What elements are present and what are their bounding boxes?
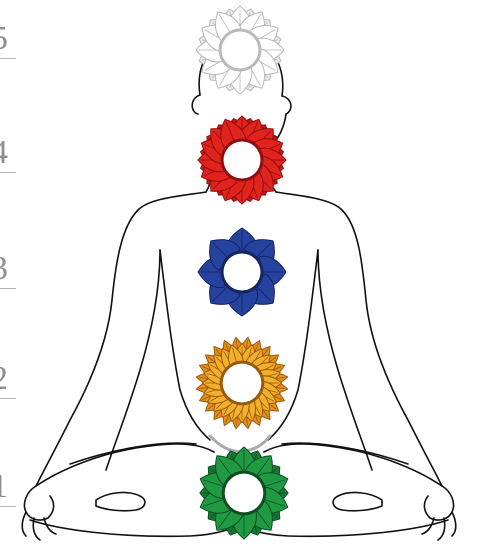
level-label-2: 2 — [0, 362, 8, 396]
level-rule-1 — [0, 506, 16, 507]
crown-chakra — [196, 6, 284, 94]
root-center — [225, 474, 264, 513]
crown-center — [222, 32, 259, 69]
level-rule-3 — [0, 288, 16, 289]
throat-center — [224, 142, 261, 179]
level-rule-2 — [0, 398, 16, 399]
left-leg-bottom — [30, 520, 232, 536]
right-leg-bottom — [246, 520, 448, 536]
level-label-1: 1 — [0, 470, 8, 504]
level-label-5: 5 — [0, 22, 8, 56]
right-foot — [333, 493, 382, 511]
right-hand — [424, 486, 453, 520]
left-hand — [24, 486, 53, 520]
heart-chakra — [198, 228, 286, 316]
root-chakra — [200, 447, 288, 539]
left-foot — [96, 493, 145, 511]
solar-plexus-center — [223, 364, 262, 403]
throat-chakra — [198, 116, 286, 204]
pelvis-line — [210, 436, 270, 452]
level-rule-5 — [0, 58, 16, 59]
ear-left — [192, 95, 200, 114]
right-leg-top — [264, 444, 442, 486]
right-shoulder-arm — [276, 192, 442, 486]
heart-center — [224, 254, 261, 291]
level-label-4: 4 — [0, 136, 8, 170]
left-leg-top — [36, 444, 214, 486]
level-rule-4 — [0, 172, 16, 173]
left-shoulder-arm — [36, 192, 206, 486]
level-label-3: 3 — [0, 252, 8, 286]
solar-plexus-chakra — [196, 337, 287, 428]
